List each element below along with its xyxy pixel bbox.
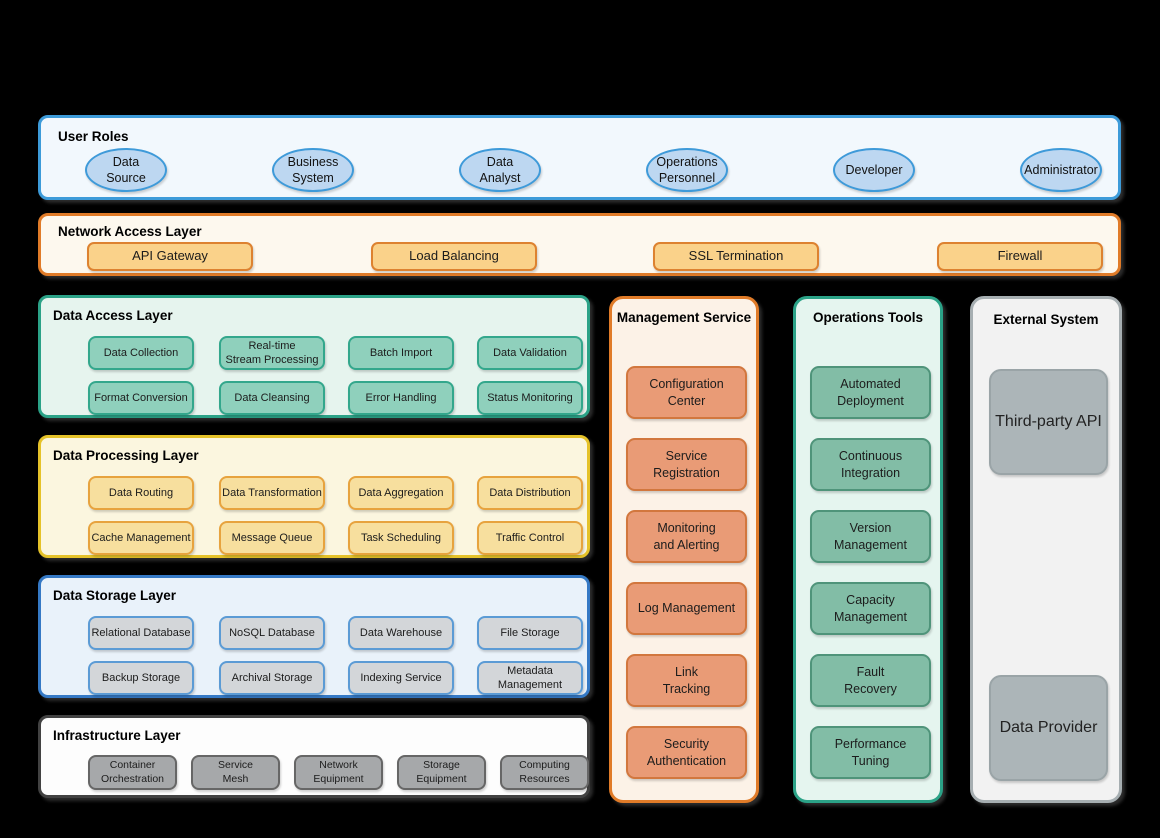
node-capacity-management: Capacity Management <box>810 582 931 635</box>
node-relational-database: Relational Database <box>88 616 194 650</box>
node-indexing-service: Indexing Service <box>348 661 454 695</box>
user-roles-title: User Roles <box>58 129 129 144</box>
operations-tools-title: Operations Tools <box>812 310 923 325</box>
node-performance-tuning: Performance Tuning <box>810 726 931 779</box>
node-container-orchestration: Container Orchestration <box>88 755 177 790</box>
panel-infrastructure-layer: Infrastructure Layer Container Orchestra… <box>38 715 590 798</box>
node-data-collection: Data Collection <box>88 336 194 370</box>
network-access-title: Network Access Layer <box>58 224 202 239</box>
panel-network-access-layer: Network Access Layer API Gateway Load Ba… <box>38 213 1121 276</box>
node-format-conversion: Format Conversion <box>88 381 194 415</box>
role-data-analyst: Data Analyst <box>459 148 541 192</box>
node-computing-resources: Computing Resources <box>500 755 589 790</box>
node-load-balancing: Load Balancing <box>371 242 537 271</box>
node-continuous-integration: Continuous Integration <box>810 438 931 491</box>
node-third-party-api: Third-party API <box>989 369 1108 475</box>
node-task-scheduling: Task Scheduling <box>348 521 454 555</box>
data-processing-title: Data Processing Layer <box>53 448 199 463</box>
panel-user-roles: User Roles Data Source Business System D… <box>38 115 1121 200</box>
node-batch-import: Batch Import <box>348 336 454 370</box>
node-metadata-management: Metadata Management <box>477 661 583 695</box>
node-data-validation: Data Validation <box>477 336 583 370</box>
node-monitoring-and-alerting: Monitoring and Alerting <box>626 510 747 563</box>
panel-management-service: Management Service Configuration Center … <box>609 296 759 803</box>
node-network-equipment: Network Equipment <box>294 755 383 790</box>
role-data-source: Data Source <box>85 148 167 192</box>
node-storage-equipment: Storage Equipment <box>397 755 486 790</box>
node-service-registration: Service Registration <box>626 438 747 491</box>
node-link-tracking: Link Tracking <box>626 654 747 707</box>
panel-data-processing-layer: Data Processing Layer Data Routing Data … <box>38 435 590 558</box>
node-service-mesh: Service Mesh <box>191 755 280 790</box>
node-data-warehouse: Data Warehouse <box>348 616 454 650</box>
panel-data-access-layer: Data Access Layer Data Collection Real-t… <box>38 295 590 418</box>
node-backup-storage: Backup Storage <box>88 661 194 695</box>
node-api-gateway: API Gateway <box>87 242 253 271</box>
panel-operations-tools: Operations Tools Automated Deployment Co… <box>793 296 943 803</box>
node-traffic-control: Traffic Control <box>477 521 583 555</box>
node-status-monitoring: Status Monitoring <box>477 381 583 415</box>
node-automated-deployment: Automated Deployment <box>810 366 931 419</box>
node-realtime-stream-processing: Real-time Stream Processing <box>219 336 325 370</box>
node-file-storage: File Storage <box>477 616 583 650</box>
node-data-transformation: Data Transformation <box>219 476 325 510</box>
node-data-aggregation: Data Aggregation <box>348 476 454 510</box>
data-access-title: Data Access Layer <box>53 308 173 323</box>
role-operations-personnel: Operations Personnel <box>646 148 728 192</box>
node-ssl-termination: SSL Termination <box>653 242 819 271</box>
node-security-authentication: Security Authentication <box>626 726 747 779</box>
node-log-management: Log Management <box>626 582 747 635</box>
node-data-provider: Data Provider <box>989 675 1108 781</box>
node-fault-recovery: Fault Recovery <box>810 654 931 707</box>
node-message-queue: Message Queue <box>219 521 325 555</box>
panel-data-storage-layer: Data Storage Layer Relational Database N… <box>38 575 590 698</box>
node-data-distribution: Data Distribution <box>477 476 583 510</box>
infrastructure-title: Infrastructure Layer <box>53 728 181 743</box>
role-business-system: Business System <box>272 148 354 192</box>
node-data-routing: Data Routing <box>88 476 194 510</box>
node-data-cleansing: Data Cleansing <box>219 381 325 415</box>
node-configuration-center: Configuration Center <box>626 366 747 419</box>
management-service-title: Management Service <box>616 310 752 325</box>
data-storage-title: Data Storage Layer <box>53 588 177 603</box>
external-system-title: External System <box>993 312 1099 327</box>
panel-external-system: External System Third-party API Data Pro… <box>970 296 1122 803</box>
role-developer: Developer <box>833 148 915 192</box>
node-firewall: Firewall <box>937 242 1103 271</box>
role-administrator: Administrator <box>1020 148 1102 192</box>
node-nosql-database: NoSQL Database <box>219 616 325 650</box>
node-error-handling: Error Handling <box>348 381 454 415</box>
node-cache-management: Cache Management <box>88 521 194 555</box>
node-version-management: Version Management <box>810 510 931 563</box>
node-archival-storage: Archival Storage <box>219 661 325 695</box>
